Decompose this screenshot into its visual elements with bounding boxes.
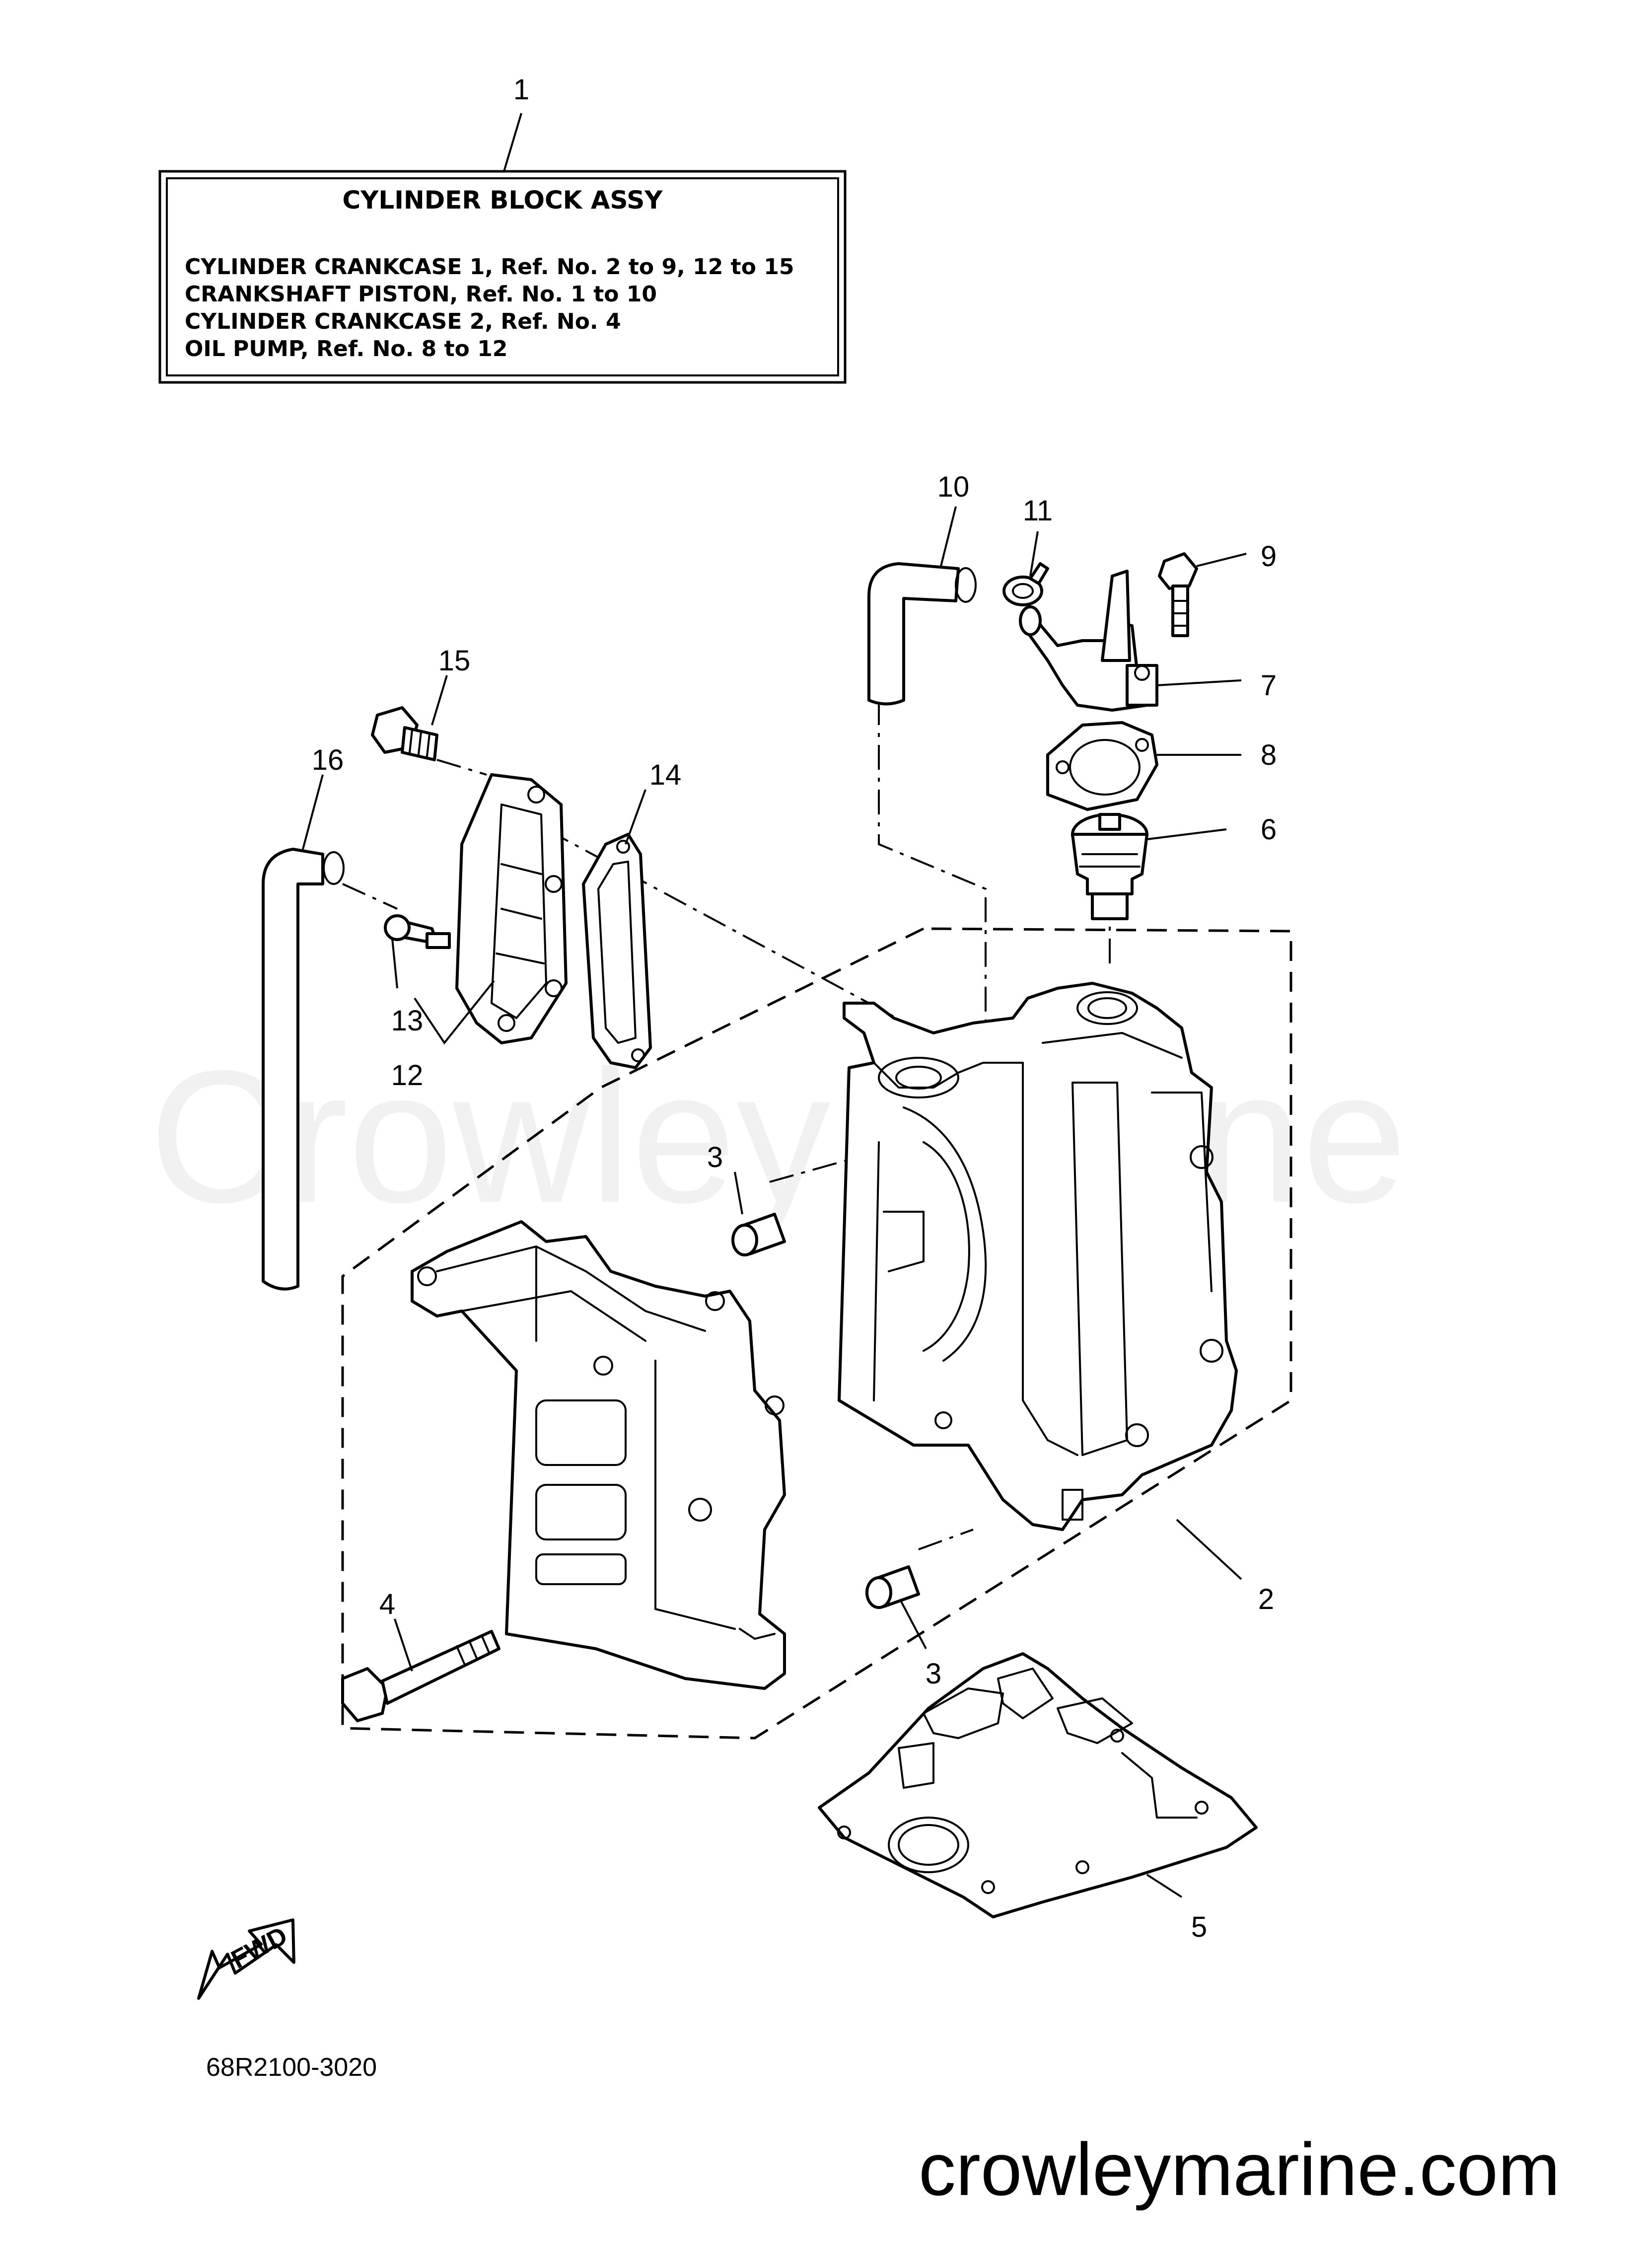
diagram-code: 68R2100-3020 xyxy=(206,2053,377,2082)
bolt-15 xyxy=(371,706,438,761)
callout-4: 4 xyxy=(379,1588,395,1620)
callout-3-upper: 3 xyxy=(707,1141,723,1173)
callout-2: 2 xyxy=(1258,1583,1274,1615)
label-box-line-2: CRANKSHAFT PISTON, Ref. No. 1 to 10 xyxy=(185,282,657,307)
website-link[interactable]: crowleymarine.com xyxy=(919,2127,1560,2211)
callout-5: 5 xyxy=(1191,1911,1207,1943)
callout-13: 13 xyxy=(391,1005,424,1037)
callout-9: 9 xyxy=(1261,540,1277,573)
label-box-title: CYLINDER BLOCK ASSY xyxy=(343,186,663,215)
callout-14: 14 xyxy=(649,759,682,791)
elbow-hose-10 xyxy=(867,562,977,706)
callout-1: 1 xyxy=(513,73,529,106)
callout-6: 6 xyxy=(1261,813,1277,846)
fwd-arrow-icon: FWD xyxy=(197,1918,295,2000)
callout-8: 8 xyxy=(1261,739,1277,771)
bolt-13 xyxy=(384,914,451,949)
label-box-line-4: OIL PUMP, Ref. No. 8 to 12 xyxy=(185,336,507,362)
base-gasket-5 xyxy=(818,1652,1258,1918)
callout-15: 15 xyxy=(438,645,471,677)
long-bolt-4 xyxy=(341,1630,500,1722)
hose-clip-11 xyxy=(1002,562,1049,606)
assembly-label-box: CYLINDER BLOCK ASSY CYLINDER CRANKCASE 1… xyxy=(158,170,847,384)
callout-16: 16 xyxy=(312,744,344,776)
bolt-9 xyxy=(1158,552,1198,637)
callout-11: 11 xyxy=(1023,495,1053,527)
callout-10: 10 xyxy=(937,471,970,503)
gasket-8 xyxy=(1046,721,1158,811)
hose-16 xyxy=(262,848,345,1291)
label-box-line-3: CYLINDER CRANKCASE 2, Ref. No. 4 xyxy=(185,309,621,334)
assembly-outline xyxy=(341,927,1292,1740)
cylinder-block-2 xyxy=(838,982,1238,1531)
label-box-line-1: CYLINDER CRANKCASE 1, Ref. No. 2 to 9, 1… xyxy=(185,254,794,280)
callout-3-lower: 3 xyxy=(926,1658,941,1690)
callout-12: 12 xyxy=(391,1059,424,1092)
callout-7: 7 xyxy=(1261,669,1277,702)
crankcase-4 xyxy=(411,1220,786,1690)
leader-lines xyxy=(302,506,1247,1898)
dowel-pin-3b xyxy=(865,1565,920,1609)
dowel-pin-3a xyxy=(731,1213,786,1256)
gasket-14 xyxy=(582,833,652,1069)
thermostat-6 xyxy=(1071,813,1148,920)
cover-plate-12 xyxy=(455,773,568,1044)
